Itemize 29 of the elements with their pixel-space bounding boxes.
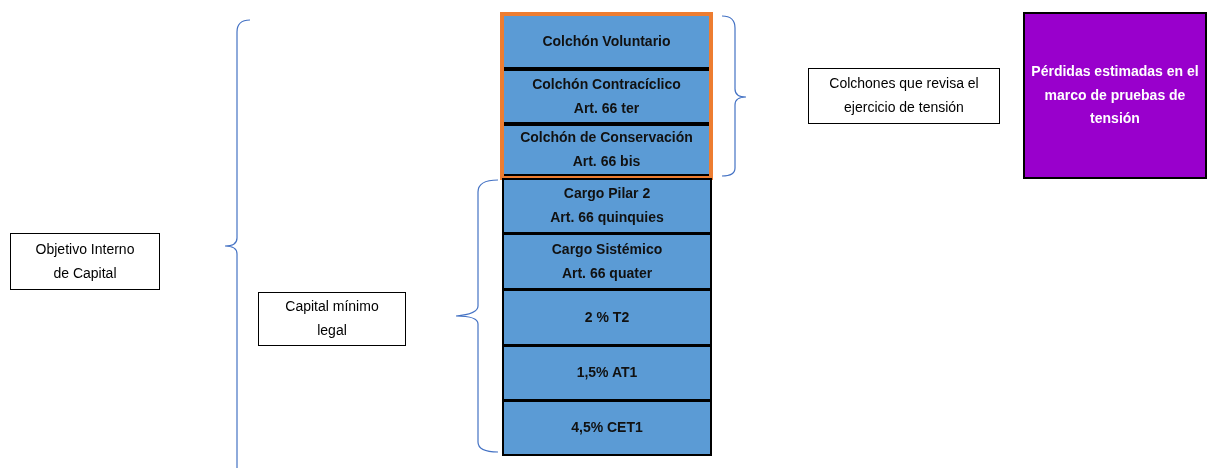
capital-layer-block <box>502 345 712 401</box>
block-label: Art. 66 ter <box>573 98 640 118</box>
block-label: Colchones que revisa el ejercicio de tensión <box>828 74 980 117</box>
note-box <box>10 233 160 290</box>
block-label: 4,5% CET1 <box>571 418 643 438</box>
capital-layer-block <box>502 289 712 346</box>
block-label: Colchón de Conservación <box>520 128 693 148</box>
block-label: Capital mínimo legal <box>284 297 380 340</box>
capital-layer-block <box>502 233 712 290</box>
block-label: Colchón Voluntario <box>542 31 671 51</box>
capital-layer-block <box>502 178 712 234</box>
loss-text: Pérdidas estimadas en el marco de pruebas de tensión <box>1030 61 1200 129</box>
capital-layer-block <box>504 124 709 176</box>
block-label: Objetivo Interno de Capital <box>34 239 136 283</box>
frame-box <box>500 12 713 180</box>
block-label: Art. 66 bis <box>572 152 641 171</box>
block-label: 1,5% AT1 <box>576 363 638 383</box>
loss-box <box>1023 12 1207 179</box>
block-label: Cargo Sistémico <box>551 239 663 259</box>
capital-layer-block <box>504 16 709 69</box>
block-label: Cargo Pilar 2 <box>563 184 651 204</box>
note-box <box>258 292 406 346</box>
capital-layer-block <box>502 400 712 456</box>
block-label: Art. 66 quater <box>561 263 653 283</box>
capital-layer-block <box>504 69 709 124</box>
block-label: 2 % T2 <box>584 307 630 327</box>
note-box <box>808 68 1000 124</box>
block-label: Colchón Contracíclico <box>532 74 681 94</box>
block-label: Art. 66 quinquies <box>550 208 664 227</box>
